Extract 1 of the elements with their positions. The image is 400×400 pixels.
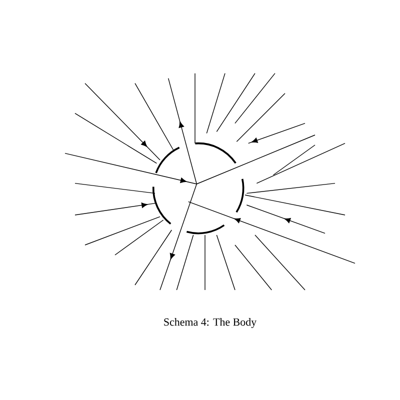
caption: Schema 4: The Body xyxy=(164,318,257,328)
